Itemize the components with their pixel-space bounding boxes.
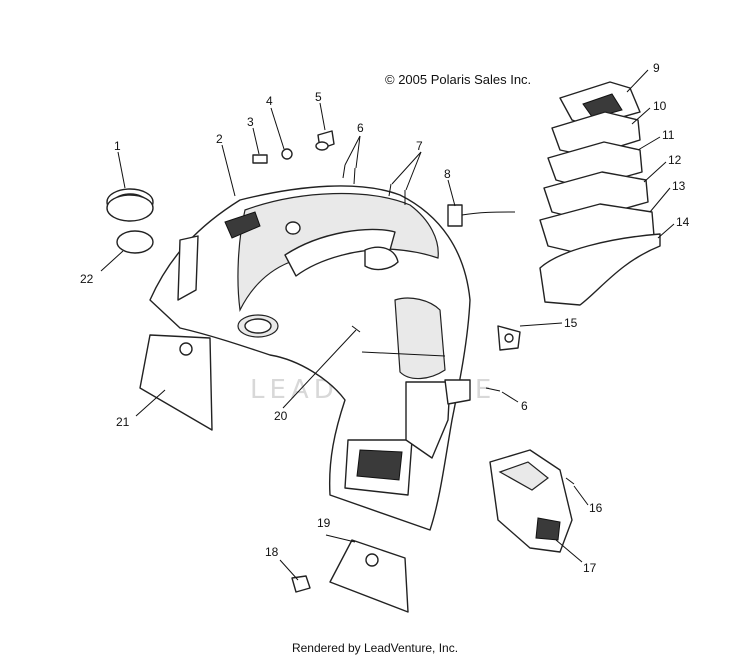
callout-21: 21 — [116, 415, 130, 429]
callout-5: 5 — [315, 90, 322, 104]
access-cover — [329, 539, 409, 613]
nut — [281, 148, 293, 160]
push-fastener — [291, 575, 311, 593]
screw-20 — [351, 325, 361, 333]
decal-stack — [539, 81, 661, 306]
copyright-notice: © 2005 Polaris Sales Inc. — [385, 72, 532, 87]
callout-6-lower: 6 — [521, 399, 528, 413]
callout-16: 16 — [589, 501, 603, 515]
callout-15: 15 — [564, 316, 578, 330]
leader-lines — [100, 69, 675, 581]
callout-22: 22 — [80, 272, 94, 286]
screw-16 — [565, 477, 575, 485]
o-ring — [116, 230, 154, 254]
callouts: 1 2 3 4 5 6 7 8 9 10 11 12 13 14 15 6 16… — [80, 61, 690, 575]
callout-18: 18 — [265, 545, 279, 559]
callout-19: 19 — [317, 516, 331, 530]
accessory-switch — [447, 204, 516, 227]
screw-6-lower — [485, 387, 501, 392]
callout-20: 20 — [274, 409, 288, 423]
callout-6-upper: 6 — [357, 121, 364, 135]
footer-credit: Rendered by LeadVenture, Inc. — [291, 641, 459, 655]
callout-14: 14 — [676, 215, 690, 229]
callout-10: 10 — [653, 99, 667, 113]
callout-1: 1 — [114, 139, 121, 153]
screws-upper — [342, 164, 406, 205]
callout-9: 9 — [653, 61, 660, 75]
side-panel — [139, 235, 213, 431]
callout-11: 11 — [662, 128, 675, 142]
gasket — [106, 188, 154, 222]
bracket — [497, 325, 521, 351]
key-switch — [252, 154, 268, 164]
callout-4: 4 — [266, 94, 273, 108]
callout-12: 12 — [668, 153, 682, 167]
callout-7: 7 — [416, 139, 423, 153]
vent-grille — [224, 211, 261, 239]
plug-connector — [315, 130, 335, 151]
callout-2: 2 — [216, 132, 223, 146]
callout-13: 13 — [672, 179, 686, 193]
callout-8: 8 — [444, 167, 451, 181]
main-console-body — [149, 185, 471, 531]
instrument-bezel — [489, 449, 573, 553]
callout-3: 3 — [247, 115, 254, 129]
callout-17: 17 — [583, 561, 597, 575]
decal-layer-14 — [539, 233, 661, 306]
